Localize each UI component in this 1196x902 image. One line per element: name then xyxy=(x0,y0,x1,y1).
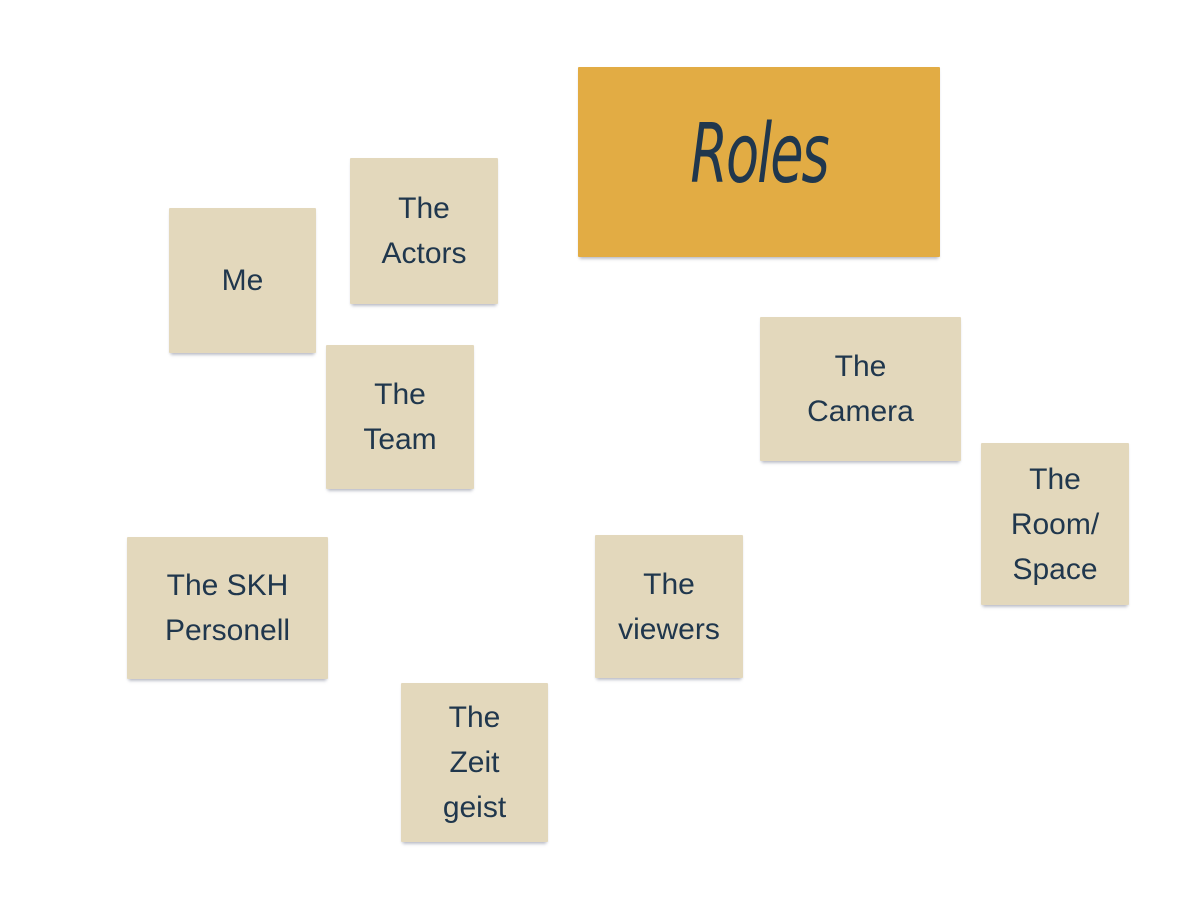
sticky-note-the-room-space[interactable]: The Room/ Space xyxy=(981,443,1129,605)
sticky-note-the-zeit-geist[interactable]: The Zeit geist xyxy=(401,683,548,842)
sticky-note-the-actors[interactable]: The Actors xyxy=(350,158,498,304)
sticky-note-the-skh-personell[interactable]: The SKH Personell xyxy=(127,537,328,679)
sticky-note-the-team[interactable]: The Team xyxy=(326,345,474,489)
sticky-note-me[interactable]: Me xyxy=(169,208,316,353)
sticky-note-the-viewers[interactable]: The viewers xyxy=(595,535,743,678)
title-card[interactable]: Roles xyxy=(578,67,940,257)
sticky-note-the-camera[interactable]: The Camera xyxy=(760,317,961,461)
title-card-label: Roles xyxy=(690,106,829,202)
